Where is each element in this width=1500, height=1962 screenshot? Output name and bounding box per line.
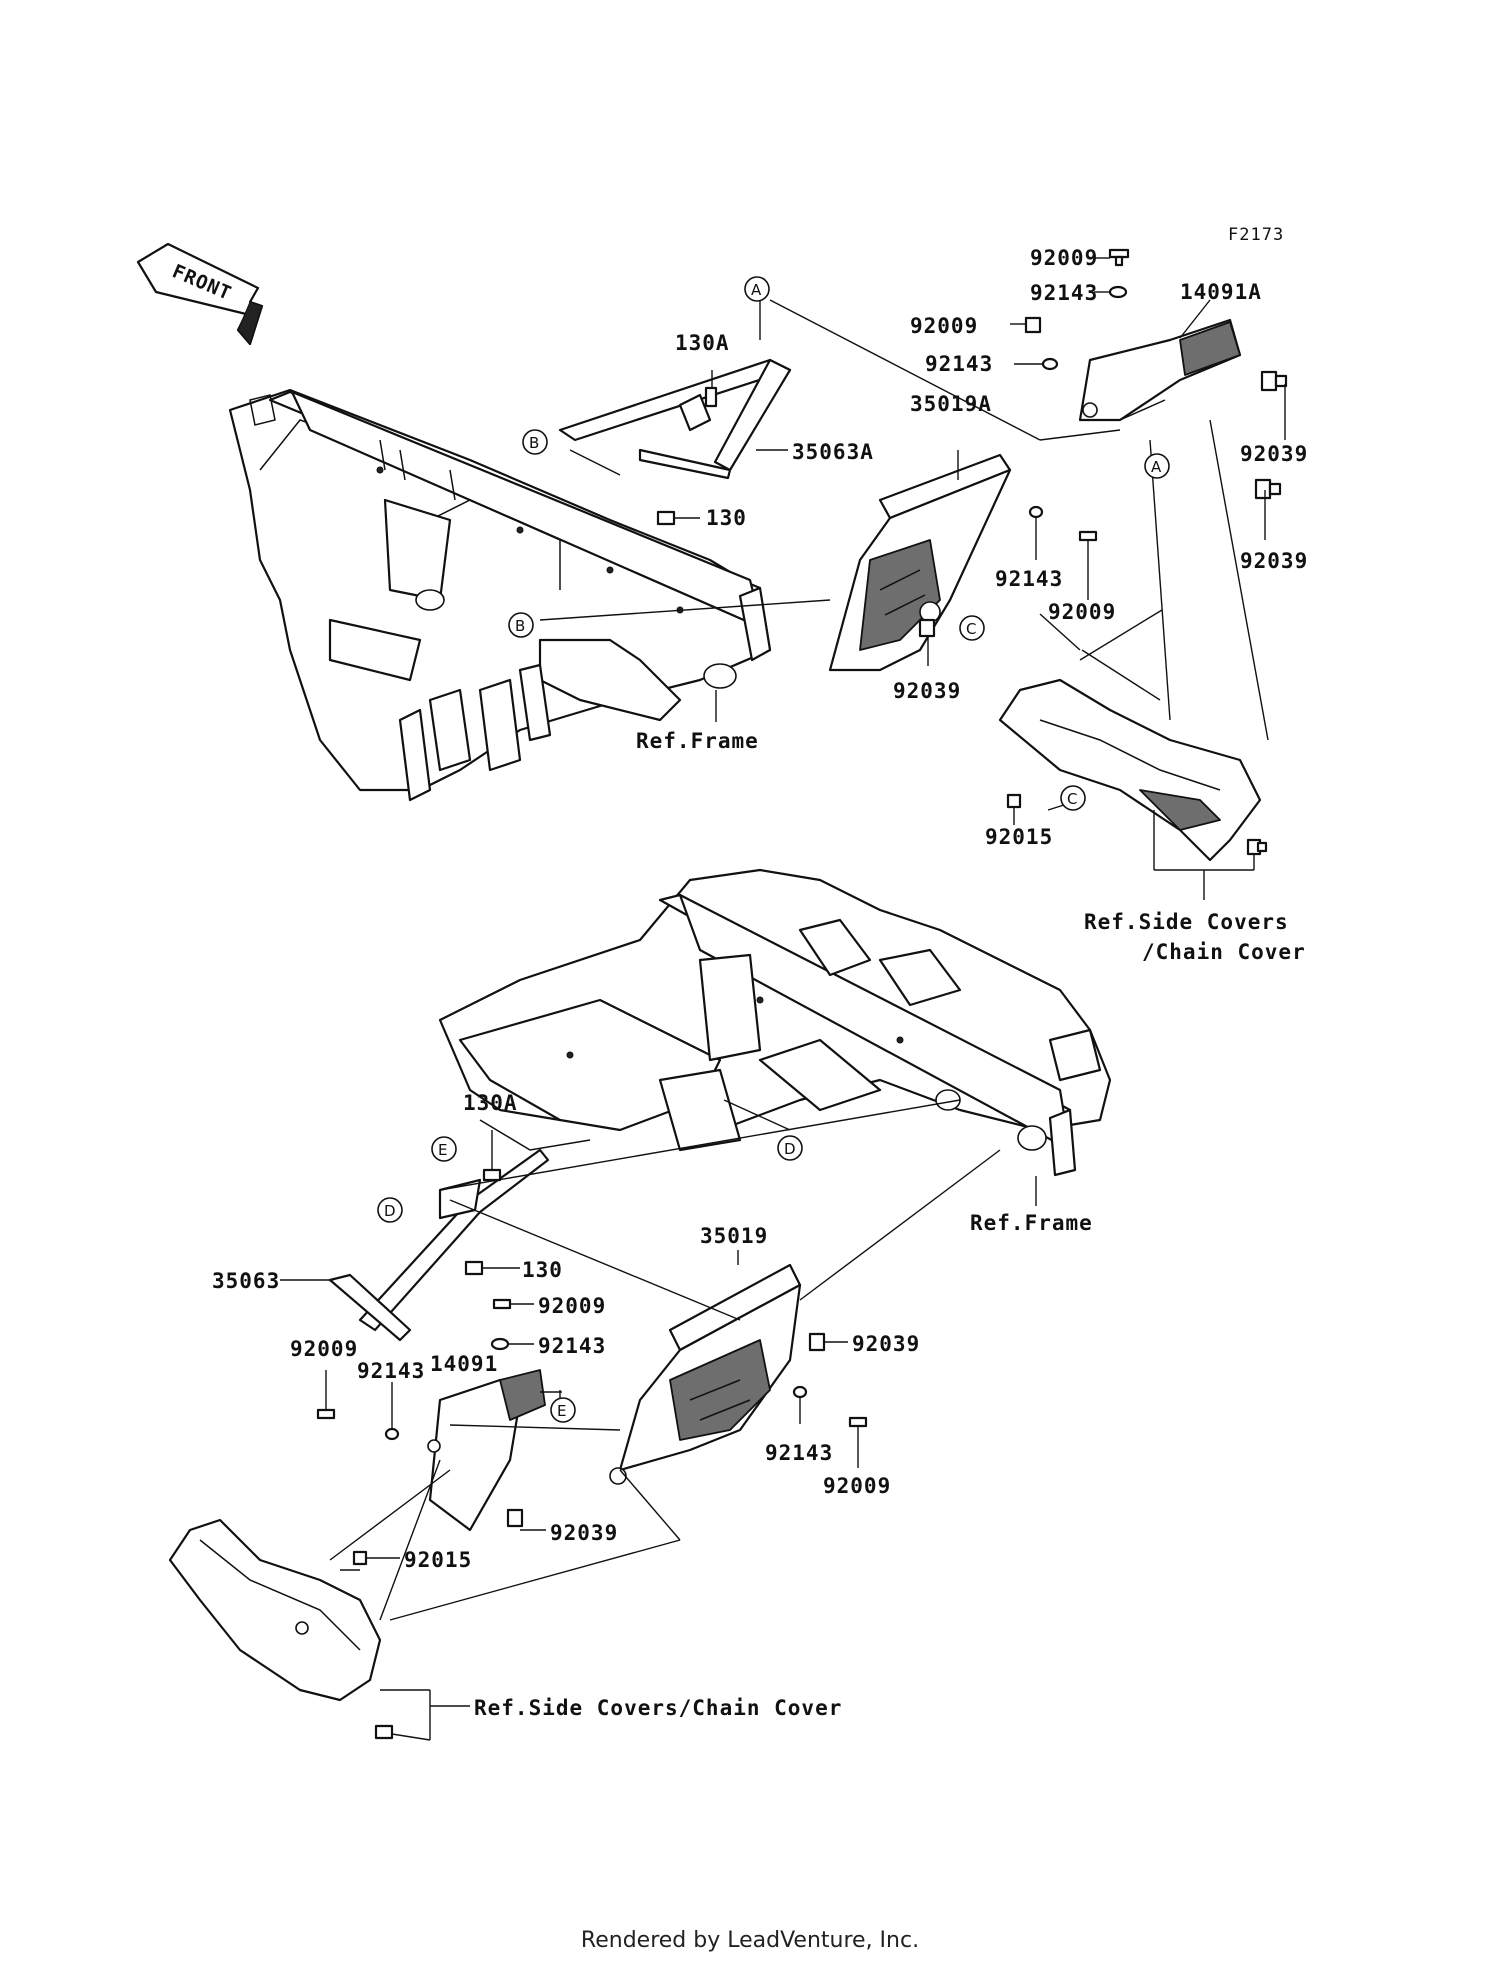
screw-130A-top [704,386,718,408]
label-92039-bottom2: 92039 [550,1521,618,1545]
callout-B-top: B [522,429,548,455]
chain-cover-14091A [1078,318,1242,422]
clip-92039-top4 [1246,838,1268,856]
screw-92009-top2 [1024,316,1042,334]
svg-text:D: D [784,1140,796,1158]
clip-92039-bottom2 [506,1508,524,1528]
figure-code: F2173 [1228,225,1284,245]
callout-E-bracket: E [431,1136,457,1162]
fasteners-top [656,248,1288,856]
screw-130-top [656,510,676,526]
svg-text:B: B [529,434,539,452]
label-92015-top: 92015 [985,825,1053,849]
label-92143-bottom1: 92143 [538,1334,606,1358]
label-ref-side-covers-full: Ref.Side Covers/Chain Cover [474,1696,842,1720]
label-130A-bottom: 130A [463,1091,518,1115]
upper-frame [228,388,772,802]
callout-E-cover: E [550,1397,576,1423]
label-ref-side-covers-l1: Ref.Side Covers [1084,910,1289,934]
nut-92015-bottom [352,1550,368,1566]
label-92015-bottom: 92015 [404,1548,472,1572]
screw-130A-bottom [482,1168,502,1182]
svg-text:A: A [751,281,762,299]
washer-92143-bottom3 [792,1385,808,1399]
screw-92009-bottom1 [492,1298,512,1310]
callout-D-frame: D [777,1135,803,1161]
nut-92015-top [1006,793,1022,809]
callout-C-cover: C [1060,785,1086,811]
label-130A-top: 130A [675,331,730,355]
washer-92143-top1 [1108,285,1128,299]
side-cover-upper [998,678,1262,862]
side-cover-lower [168,1518,382,1702]
screw-92009-bottom2 [316,1408,336,1420]
callout-B-frame: B [508,612,534,638]
label-ref-frame-top: Ref.Frame [636,729,759,753]
svg-text:C: C [1067,790,1077,808]
bracket-35063A [558,358,792,480]
label-92143-bottom3: 92143 [765,1441,833,1465]
label-92143-top3: 92143 [995,567,1063,591]
svg-text:E: E [438,1141,447,1159]
label-130-top: 130 [706,506,747,530]
label-14091A: 14091A [1180,280,1262,304]
washer-92143-top2 [1041,357,1059,371]
callout-C-top: C [959,615,985,641]
label-35019: 35019 [700,1224,768,1248]
svg-text:B: B [515,617,525,635]
label-ref-frame-bottom: Ref.Frame [970,1211,1093,1235]
label-92143-top1: 92143 [1030,281,1098,305]
screw-92009-bottom3 [848,1416,868,1428]
label-92143-bottom2: 92143 [357,1359,425,1383]
washer-92143-bottom2 [384,1427,400,1441]
svg-text:E: E [557,1402,566,1420]
leader-lines-bottom [280,1099,1037,1741]
label-35019A: 35019A [910,392,992,416]
chain-guard-35019A [828,453,1012,672]
footer-credit: Rendered by LeadVenture, Inc. [580,1928,920,1953]
clip-92039-top1 [1260,370,1288,392]
clip-92039-bottom1 [808,1332,826,1352]
screw-92009-top1 [1108,248,1130,267]
label-92039-top3: 92039 [893,679,961,703]
label-ref-side-covers-l2: /Chain Cover [1142,940,1306,964]
screw-130-bottom [464,1260,484,1276]
label-92009-bottom2: 92009 [290,1337,358,1361]
label-35063A: 35063A [792,440,874,464]
label-92039-top2: 92039 [1240,549,1308,573]
screw-92009-top3 [1078,530,1098,542]
label-92039-top1: 92039 [1240,442,1308,466]
clip-92039-top3 [918,618,936,638]
label-92009-bottom1: 92009 [538,1294,606,1318]
chain-guard-35019 [609,1263,802,1485]
label-35063: 35063 [212,1269,280,1293]
callout-D-bracket: D [377,1197,403,1223]
svg-text:D: D [384,1202,396,1220]
callout-A-mid: A [1144,453,1170,479]
svg-text:C: C [966,620,976,638]
label-92143-top2: 92143 [925,352,993,376]
front-arrow-icon: FRONT [136,242,264,346]
label-92009-top1: 92009 [1030,246,1098,270]
svg-text:A: A [1151,458,1162,476]
clip-92039-top2 [1254,478,1282,500]
lower-frame [438,868,1112,1177]
chain-cover-14091 [427,1369,546,1532]
label-130-bottom: 130 [522,1258,563,1282]
label-92009-bottom3: 92009 [823,1474,891,1498]
label-92009-top3: 92009 [1048,600,1116,624]
callout-A-top: A [744,276,770,302]
label-14091: 14091 [430,1352,498,1376]
clip-92039-bottom3 [374,1724,394,1740]
label-92039-bottom1: 92039 [852,1332,920,1356]
bracket-35063 [328,1148,550,1342]
label-92009-top2: 92009 [910,314,978,338]
washer-92143-top3 [1028,505,1044,519]
washer-92143-bottom1 [490,1337,510,1351]
